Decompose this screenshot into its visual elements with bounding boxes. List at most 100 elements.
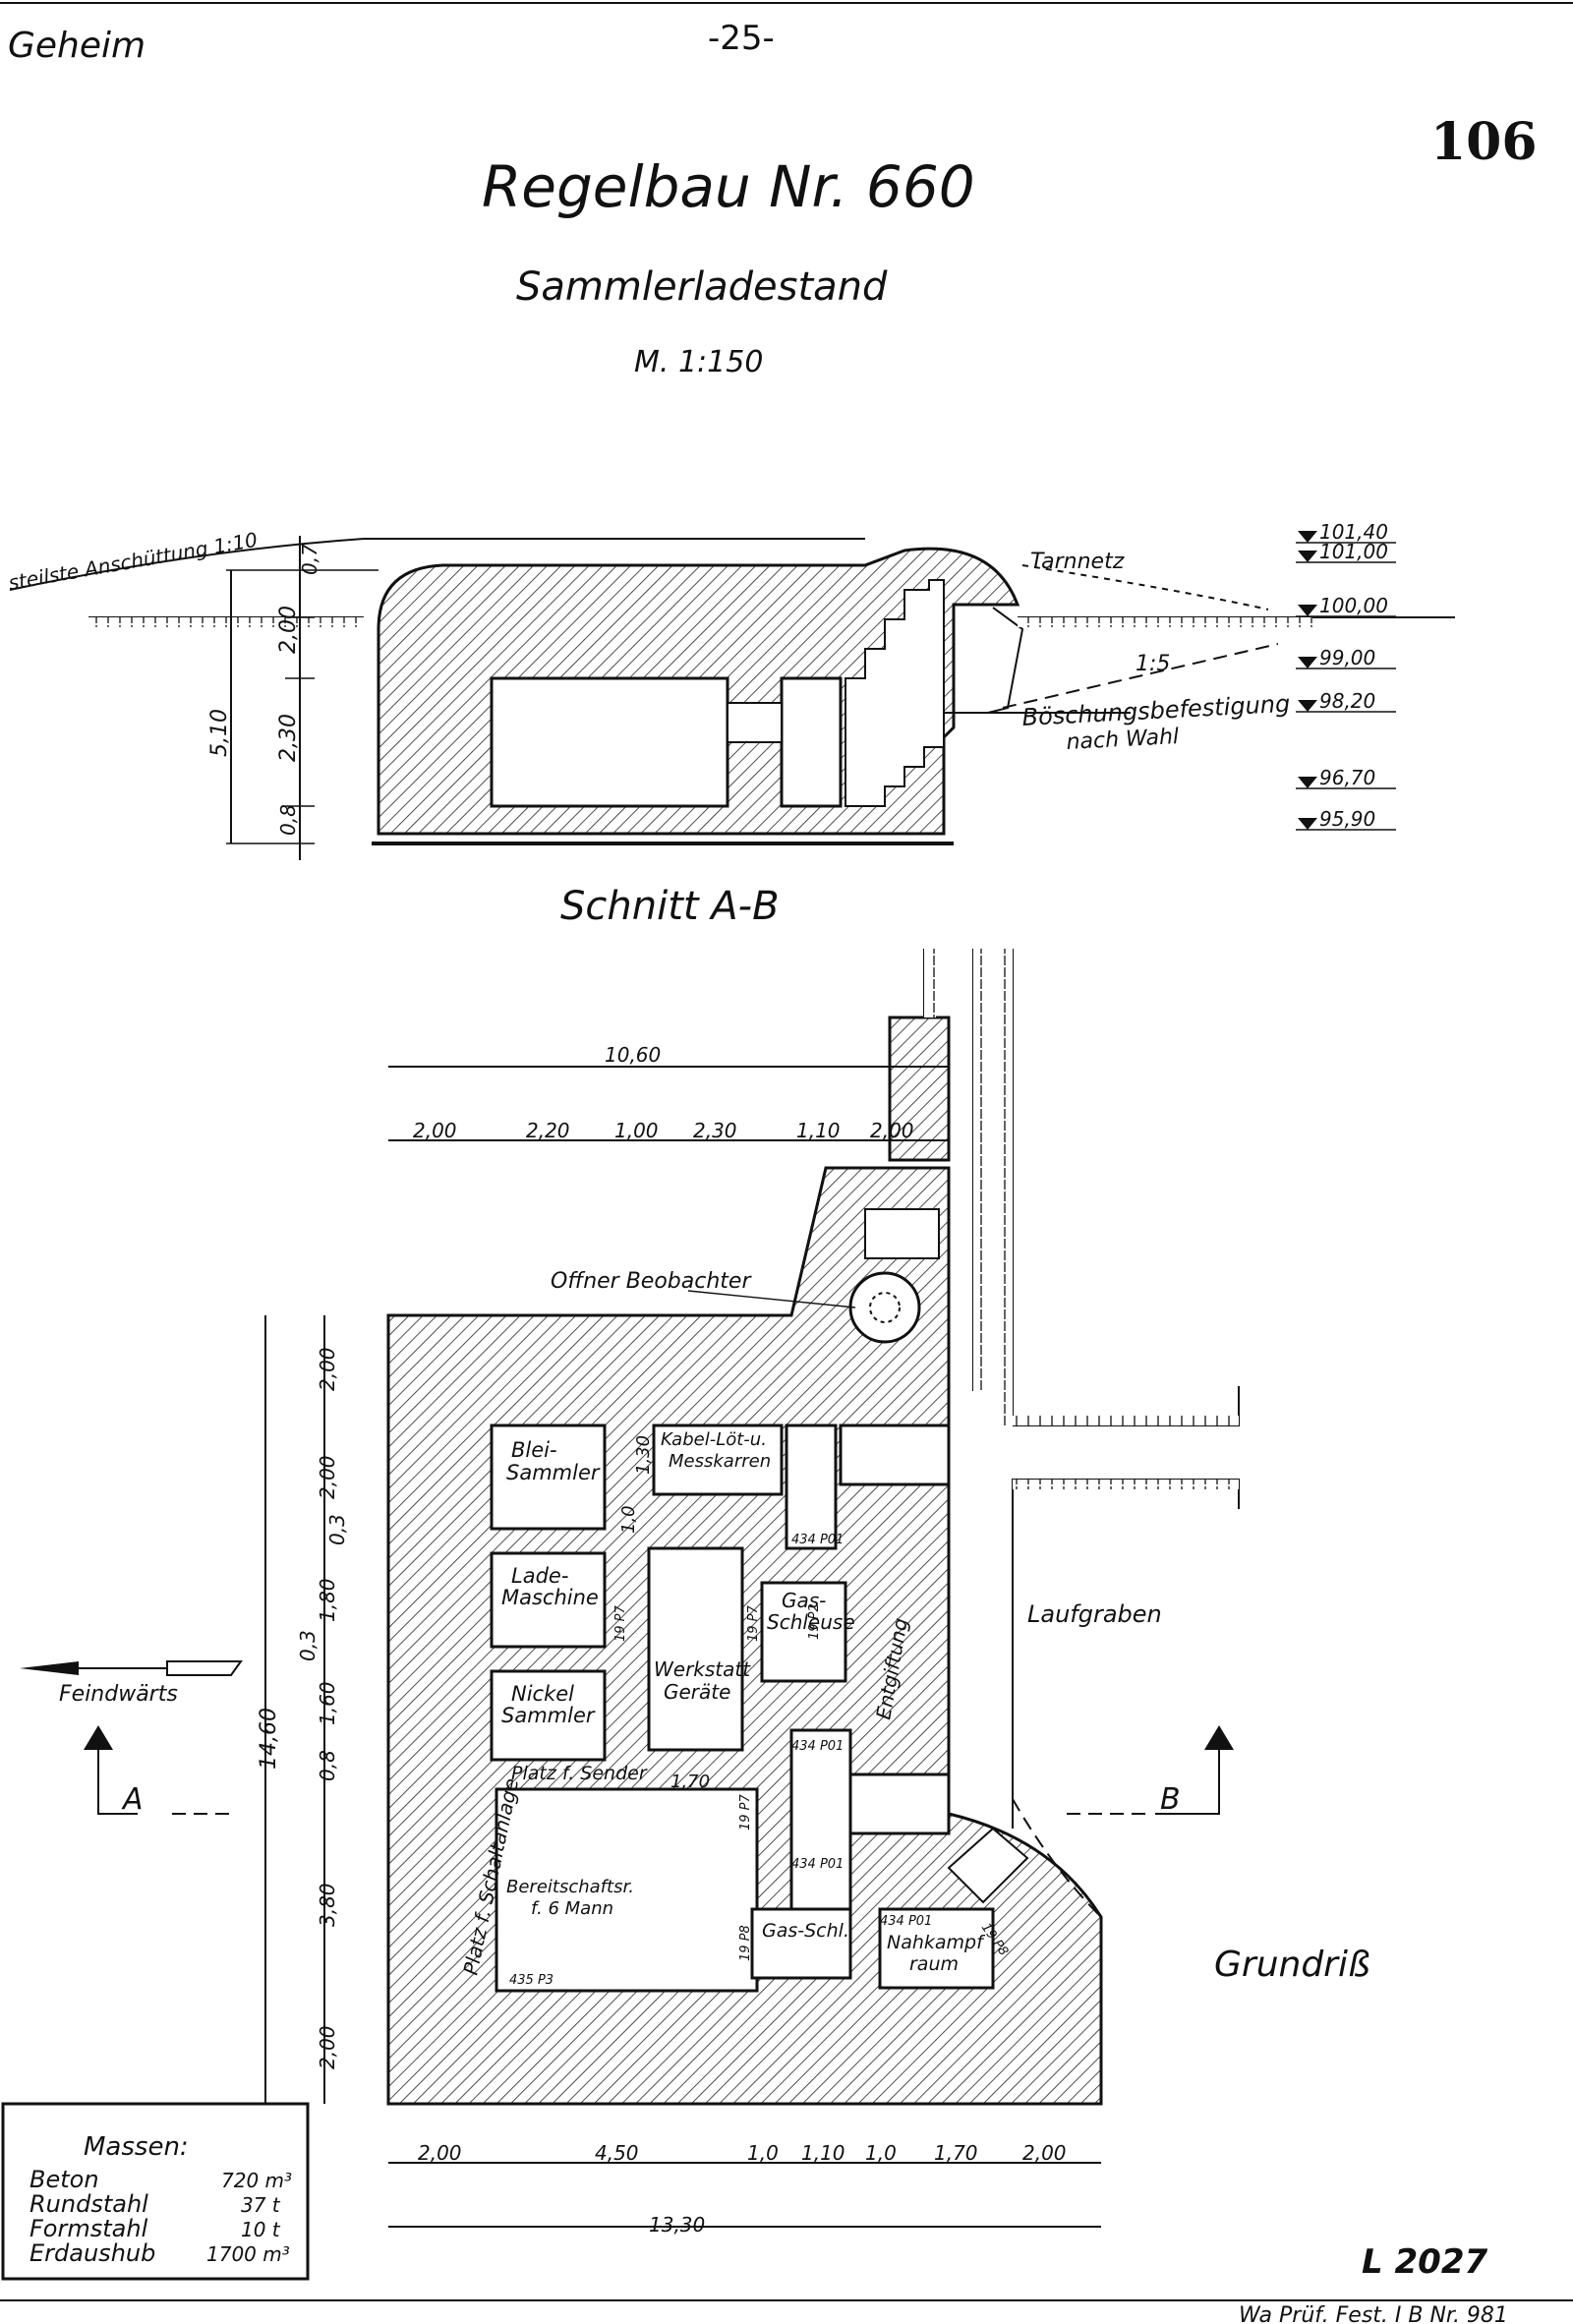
top-dim: 2,30: [693, 1119, 737, 1142]
trench-branch-lower: [1012, 1479, 1240, 1829]
section-marker-b-label: B: [1160, 1782, 1181, 1817]
trench-hatch-upper: [924, 949, 936, 1017]
bottom-dim: 2,00: [418, 2141, 462, 2165]
door-code: 19 P7: [738, 1793, 753, 1830]
quantities-title: Massen:: [84, 2132, 189, 2162]
level-marker: 95,90: [1296, 807, 1396, 831]
room-close-combat-label-2: raum: [909, 1953, 959, 1975]
room-crew: [495, 1787, 759, 1993]
slope-ratio-label: 1:5: [1136, 652, 1170, 676]
drawing-scale: M. 1:150: [634, 345, 763, 379]
corridor-upper: [785, 1423, 838, 1550]
quantity-value: 720 m³: [221, 2169, 292, 2192]
quantities-frame: [1, 2102, 310, 2281]
room-crew-label-1: Bereitschaftsr.: [506, 1877, 634, 1897]
door-code: 19 P7: [613, 1604, 628, 1642]
camouflage-net-line: [1021, 564, 1269, 610]
transmitter-label: Platz f. Sender: [511, 1763, 648, 1784]
observer-leader: [687, 1290, 856, 1308]
trench-hatch-left: [973, 949, 985, 1391]
door-code: 19 P7: [746, 1604, 761, 1642]
door-code: 435 P3: [509, 1973, 553, 1988]
bottom-dim: 1,0: [747, 2141, 779, 2165]
page-number: -25-: [708, 19, 775, 58]
slope-label: steilste Anschüttung 1:10: [7, 528, 260, 595]
room-nickel-battery: [490, 1669, 607, 1762]
level-marker: 101,40: [1296, 520, 1396, 544]
sheet-number: 106: [1430, 112, 1538, 172]
top-dim: 2,00: [413, 1119, 457, 1142]
left-dim: 0,3: [296, 1630, 320, 1661]
section-view: steilste Anschüttung 1:10 Tarnnetz 1:5 B…: [7, 520, 1455, 929]
room-crew-label-2: f. 6 Mann: [531, 1898, 613, 1919]
bottom-dim: 2,00: [1022, 2141, 1067, 2165]
left-dim: 2,00: [316, 1455, 339, 1499]
room-close-combat-label-1: Nahkampf: [887, 1932, 986, 1953]
room-charging-machine: [490, 1551, 607, 1649]
approval-stamp: Wa Prüf. Fest. I B Nr. 981: [1239, 2303, 1508, 2324]
drawing-subtitle: Sammlerladestand: [516, 264, 888, 310]
bottom-dim: 4,50: [595, 2141, 639, 2165]
door-code: 19 P8: [738, 1925, 753, 1961]
door-code: 434 P01: [791, 1739, 844, 1754]
trench-label: Laufgraben: [1027, 1600, 1162, 1628]
room-cable-cart: [652, 1423, 784, 1496]
door-code: 19 P2: [807, 1603, 822, 1640]
entrance-dashed-path: [1012, 1798, 1102, 1918]
embankment-label-2: nach Wahl: [1066, 725, 1180, 755]
top-dim: 1,00: [614, 1119, 659, 1142]
bottom-dim: 1,70: [934, 2141, 978, 2165]
quantities-box: Massen: Beton 720 m³ Rundstahl 37 t Form…: [1, 2102, 310, 2281]
enemy-direction-arrow: [20, 1660, 243, 1676]
top-dim: 2,00: [870, 1119, 914, 1142]
section-height-3: 2,30: [276, 714, 301, 762]
bottom-dims: 2,00 4,50 1,0 1,10 1,0 1,70 2,00: [418, 2141, 1067, 2165]
quantity-label: Rundstahl: [29, 2190, 148, 2218]
section-inner-room: [490, 676, 729, 808]
room-gas-lock: [760, 1581, 847, 1683]
ground-hatch-left: [88, 617, 364, 627]
bottom-dim: 1,0: [865, 2141, 897, 2165]
inner-dim: 1,30: [633, 1435, 654, 1475]
left-dim: 3,80: [316, 1883, 339, 1927]
door-code: 434 P01: [791, 1533, 844, 1547]
room-workshop: [647, 1546, 744, 1752]
observer-shaft: [888, 1016, 951, 1162]
level-value: 96,70: [1319, 766, 1375, 789]
level-value: 95,90: [1319, 807, 1375, 831]
left-dim: 2,00: [316, 2025, 339, 2069]
camouflage-label: Tarnnetz: [1030, 550, 1125, 574]
observer-label: Offner Beobachter: [551, 1269, 752, 1294]
classification-label: Geheim: [8, 26, 146, 66]
room-nickel-label-2: Sammler: [501, 1704, 596, 1727]
inner-dim: 1,0: [618, 1505, 639, 1534]
section-height-2: 2,00: [276, 606, 301, 654]
room-gas-label-1: Gas-: [782, 1589, 826, 1612]
level-value: 101,00: [1319, 540, 1388, 563]
section-marker-a: A: [84, 1725, 236, 1817]
room-workshop-label-1: Werkstatt: [654, 1657, 751, 1681]
room-lead-battery: [490, 1423, 607, 1531]
left-dim: 1,80: [316, 1578, 339, 1622]
section-trench-wall: [987, 607, 1024, 714]
left-dim: 0,8: [316, 1750, 339, 1781]
ground-hatch-right: [1018, 617, 1312, 627]
level-marker: 96,70: [1296, 766, 1396, 789]
left-dim: 2,00: [316, 1347, 339, 1391]
quantity-value: 10 t: [241, 2218, 281, 2241]
observer-periscope: [869, 1292, 901, 1323]
enemy-direction-label: Feindwärts: [59, 1682, 178, 1707]
quantity-label: Beton: [29, 2166, 99, 2193]
level-value: 99,00: [1319, 646, 1375, 669]
room-gas-label-2: Schleuse: [767, 1610, 855, 1634]
drawing-title: Regelbau Nr. 660: [482, 153, 975, 220]
trench-hatch-right: [1001, 949, 1013, 1425]
section-gas-lock: [780, 676, 843, 808]
room-workshop-label-2: Geräte: [664, 1680, 730, 1704]
top-dims: 2,00 2,20 1,00 2,30 1,10 2,00: [413, 1119, 914, 1142]
room-charging-label-2: Maschine: [501, 1586, 599, 1609]
observer-stairs: [864, 1208, 940, 1259]
section-caption: Schnitt A-B: [560, 884, 780, 929]
room-nickel-label-1: Nickel: [511, 1682, 574, 1706]
